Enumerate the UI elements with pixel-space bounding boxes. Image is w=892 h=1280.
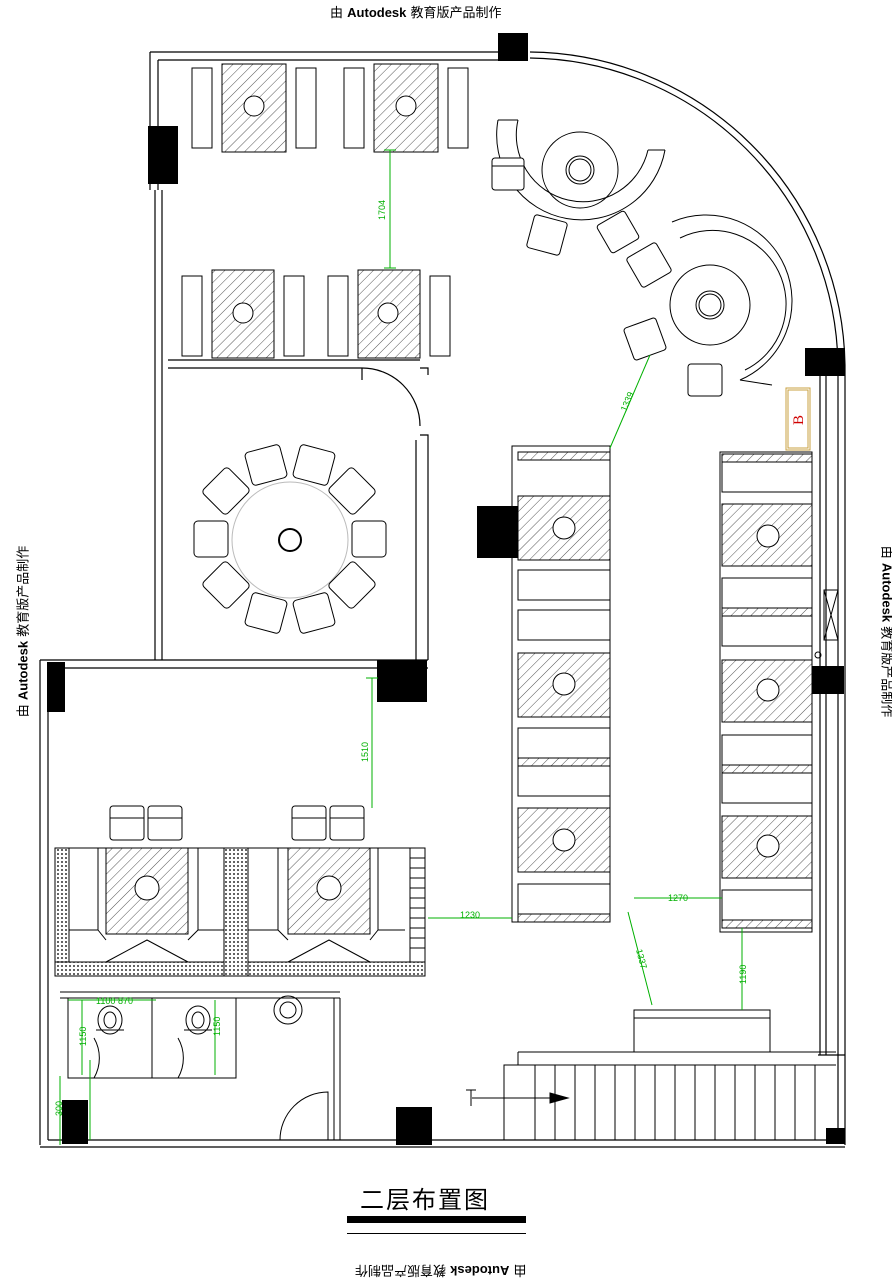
watermark-prefix: 由	[16, 704, 32, 718]
watermark-brand: Autodesk	[347, 5, 407, 20]
dim-1704: 1704	[377, 200, 387, 220]
dim-300: 300	[54, 1101, 64, 1116]
watermark-suffix: 教育版产品制作	[410, 6, 502, 21]
dimension-lines	[59, 149, 743, 1145]
watermark-brand: Autodesk	[879, 562, 892, 623]
dim-1150-left: 1150	[78, 1027, 88, 1046]
dim-1190: 1190	[738, 965, 748, 984]
lounge-chairs	[491, 157, 723, 397]
curved-booth-lower	[669, 214, 793, 386]
title-underline-thin	[347, 1233, 526, 1234]
watermark-prefix: 由	[878, 545, 892, 559]
plan-title: 二层布置图	[360, 1186, 490, 1214]
restrooms	[60, 991, 341, 1141]
stair-and-counter	[466, 1009, 836, 1140]
right-booth-column	[719, 451, 813, 933]
watermark-left: 由 Autodesk 教育版产品制作	[13, 532, 32, 732]
vip-room-round-table	[193, 444, 387, 634]
dim-1339: 1339	[619, 390, 636, 412]
watermark-bottom: 由 Autodesk 教育版产品制作	[355, 1262, 527, 1280]
structural-columns	[47, 33, 845, 1145]
watermark-brand: Autodesk	[450, 1263, 510, 1278]
watermark-prefix: 由	[513, 1262, 527, 1277]
right-wall-fixtures	[785, 387, 839, 659]
central-booth-column	[511, 445, 611, 923]
dim-1337: 1337	[634, 948, 649, 970]
lower-left-booths	[54, 805, 426, 977]
exterior-walls	[39, 51, 846, 1148]
dim-1270: 1270	[668, 893, 688, 903]
dim-1100: 1100	[96, 996, 115, 1006]
watermark-suffix: 教育版产品制作	[878, 626, 892, 718]
watermark-right: 由 Autodesk 教育版产品制作	[879, 532, 892, 732]
watermark-suffix: 教育版产品制作	[355, 1262, 447, 1277]
watermark-brand: Autodesk	[15, 640, 31, 701]
dim-870: 870	[118, 996, 133, 1006]
room-marker-b: B	[791, 415, 807, 425]
dim-1510: 1510	[360, 742, 370, 762]
dim-1150-right: 1150	[212, 1017, 222, 1036]
watermark-suffix: 教育版产品制作	[16, 545, 32, 637]
dim-1230: 1230	[460, 910, 480, 920]
top-lounge-booths	[181, 63, 469, 359]
watermark-top: 由 Autodesk 教育版产品制作	[330, 2, 502, 21]
title-underline-thick	[347, 1216, 526, 1223]
interior-walls	[168, 359, 429, 660]
watermark-prefix: 由	[330, 6, 344, 21]
